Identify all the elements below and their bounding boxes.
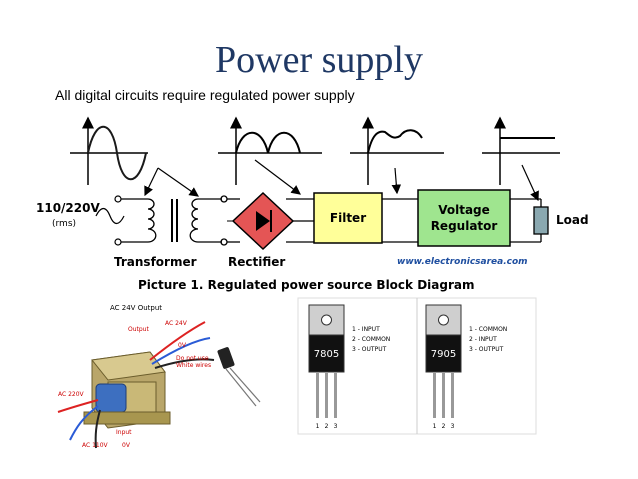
photo-label-output: Output (128, 326, 149, 333)
diagram-caption: Picture 1. Regulated power source Block … (138, 278, 474, 292)
input-rms-label: (rms) (52, 219, 76, 229)
photo-label-ac220v: AC 220V (58, 391, 85, 398)
transformer-symbol (121, 195, 228, 246)
pin-7905-3: 3 - OUTPUT (469, 346, 504, 353)
part-7905-label: 7905 (431, 349, 456, 360)
waveform-filtered (350, 116, 444, 185)
waveform-ac (70, 116, 148, 185)
waveform-rectified (218, 116, 322, 185)
load-block: Load (533, 199, 589, 242)
regulator-7805: 7805 1 2 3 1 - INPUT 2 - COMMON 3 - OUTP… (308, 304, 390, 430)
transformer-label: Transformer (114, 255, 197, 269)
pin-number-7905-3: 3 (451, 423, 455, 430)
pin-7805-2: 2 - COMMON (352, 336, 390, 343)
regulator-label-line1: Voltage (438, 203, 490, 217)
regulator-7905: 7905 1 2 3 1 - COMMON 2 - INPUT 3 - OUTP… (425, 304, 507, 430)
pointer-arrows (144, 159, 539, 202)
pin-number-7905-1: 1 (433, 423, 437, 430)
photo-label-ac110v: AC 110V (82, 442, 109, 449)
slide-subtitle: All digital circuits require regulated p… (55, 87, 355, 103)
pin-7905-2: 2 - INPUT (469, 336, 497, 343)
transformer-photo: AC 24V Output Output AC 24V 0V Do not us… (44, 296, 284, 458)
rectifier-block (227, 191, 295, 251)
photo-label-ac24v-output: AC 24V Output (110, 304, 162, 312)
voltage-regulator-block: Voltage Regulator (417, 189, 511, 247)
input-voltage-label: 110/220V (36, 201, 100, 215)
photo-label-do-not-use: Do not use (176, 355, 209, 362)
photo-label-input: Input (116, 429, 132, 436)
pin-7805-3: 3 - OUTPUT (352, 346, 387, 353)
photo-label-ac24v: AC 24V (165, 320, 188, 327)
ac-source-symbol (95, 195, 125, 246)
pin-number-7805-2: 2 (325, 423, 329, 430)
waveform-regulated (482, 116, 560, 185)
part-7805-label: 7805 (314, 349, 339, 360)
pin-number-7805-3: 3 (334, 423, 338, 430)
photo-label-white-wires: White wires (176, 362, 211, 369)
photo-label-0v-top: 0V (178, 342, 187, 349)
rectifier-label: Rectifier (228, 255, 285, 269)
photo-label-0v-bottom: 0V (122, 442, 131, 449)
regulator-label-line2: Regulator (431, 219, 498, 233)
filter-block: Filter (313, 192, 383, 244)
watermark-text: www.electronicsarea.com (397, 257, 528, 267)
pin-number-7805-1: 1 (316, 423, 320, 430)
filter-label: Filter (330, 211, 366, 225)
pin-7905-1: 1 - COMMON (469, 326, 507, 333)
pin-7805-1: 1 - INPUT (352, 326, 380, 333)
pin-number-7905-2: 2 (442, 423, 446, 430)
slide-title: Power supply (215, 39, 423, 81)
load-label: Load (556, 213, 589, 227)
